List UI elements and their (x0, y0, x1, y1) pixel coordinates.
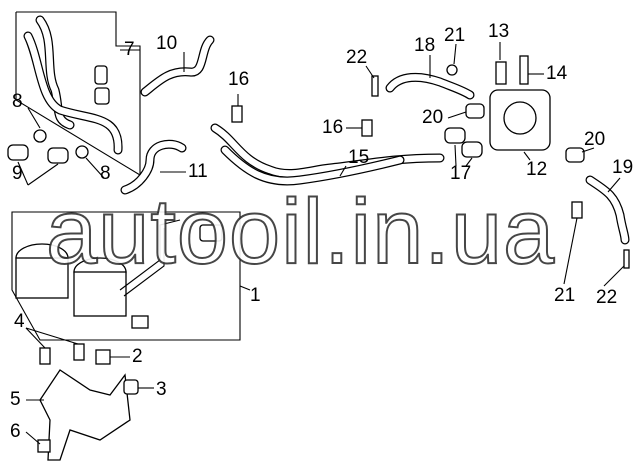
callout-19: 19 (612, 157, 634, 178)
callout-13: 13 (488, 21, 510, 42)
callout-4: 4 (14, 311, 25, 332)
part-19-pipe (571, 175, 630, 269)
callout-17: 17 (450, 163, 472, 184)
callout-22: 22 (346, 47, 368, 68)
callout-5: 5 (10, 389, 21, 410)
part-1-air-pump (15, 219, 223, 329)
part-11-hose (120, 139, 187, 195)
part-8-9-clamps (7, 129, 89, 164)
part-17-20 (444, 103, 585, 163)
callout-8: 8 (100, 163, 111, 184)
callout-22: 22 (596, 287, 618, 308)
callout-21: 21 (554, 285, 576, 306)
callout-15: 15 (348, 147, 370, 168)
callout-14: 14 (546, 63, 568, 84)
callout-8: 8 (12, 91, 23, 112)
part-7-hoses (23, 15, 123, 155)
callout-6: 6 (10, 421, 21, 442)
callout-1: 1 (250, 285, 261, 306)
watermark: autooil.in.ua (45, 181, 556, 283)
part-18-pipe (371, 64, 475, 100)
callout-3: 3 (156, 379, 167, 400)
callout-21: 21 (444, 25, 466, 46)
callout-16: 16 (228, 69, 250, 90)
callout-20: 20 (422, 107, 444, 128)
part-16-bolts (231, 105, 373, 137)
leader-lines (17, 42, 625, 445)
callout-9: 9 (12, 163, 23, 184)
callout-20: 20 (584, 129, 606, 150)
callout-10: 10 (156, 33, 178, 54)
part-5-bracket (37, 343, 139, 461)
group-box-1 (11, 211, 241, 341)
callout-2: 2 (132, 346, 143, 367)
callout-16: 16 (322, 117, 344, 138)
part-12-valve (489, 55, 551, 151)
callout-11: 11 (188, 161, 208, 182)
callout-18: 18 (414, 35, 436, 56)
part-15-pipe (210, 123, 445, 186)
part-10-hose (140, 35, 215, 97)
group-box-7 (15, 11, 141, 176)
callout-7: 7 (124, 39, 135, 60)
callout-12: 12 (526, 159, 548, 180)
